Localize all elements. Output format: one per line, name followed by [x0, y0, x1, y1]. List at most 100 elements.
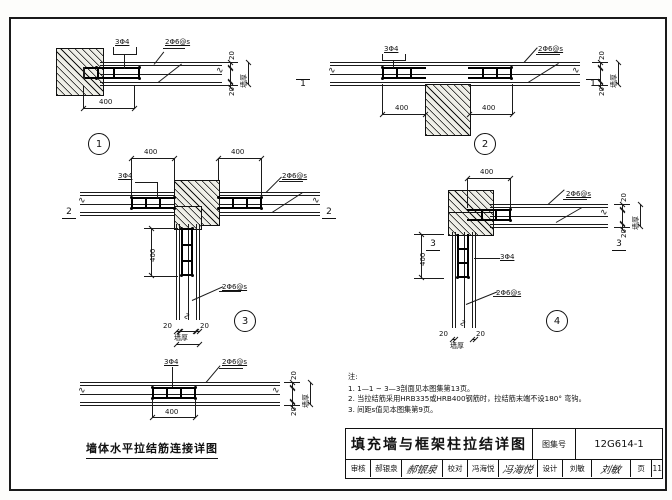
section-mark-3-right: 3: [612, 240, 626, 252]
section-mark-3-left: 3: [426, 240, 440, 252]
wall-bottom-inner-1: [100, 82, 222, 83]
wall-top-inner-2: [330, 65, 580, 66]
dim-400-text-4-horizontal: 400: [480, 168, 494, 176]
dim-20-right-4: 20: [476, 330, 485, 338]
callout-stem-5: [172, 367, 173, 387]
wall-left-edge-3v: [176, 224, 177, 320]
wall-bottom-inner-5: [80, 402, 280, 403]
dim-400-detail-3-right: [218, 158, 262, 196]
callout-bracket-1: [113, 47, 137, 55]
wall-right-edge-3v: [199, 224, 200, 320]
dim-20-top-5: 20: [290, 371, 298, 380]
tie-rebar-ladder-5: [151, 386, 197, 400]
label-2f6s-detail-5: 2Φ6@s: [222, 358, 248, 366]
design-signature: 刘敏: [592, 460, 631, 477]
dim-400-text-3-vertical: 400: [149, 248, 157, 262]
label-3f4-detail-3: 3Φ4: [118, 172, 133, 180]
dim-400-text-3-right: 400: [231, 148, 245, 156]
break-symbol-3-right: ∿: [312, 196, 320, 206]
tie-rebar-ladder-4-horizontal: [467, 208, 512, 222]
callout-bracket-2: [382, 54, 406, 61]
wall-top-inner-1: [100, 65, 222, 66]
wall-top-edge-4: [490, 204, 608, 205]
tie-rebar-hook-1: [83, 67, 85, 79]
label-2f6s-detail-4-lower: 2Φ6@s: [496, 289, 522, 297]
page-number: 11: [652, 464, 662, 473]
dim-400-detail-3-vertical: [151, 228, 152, 276]
leader-2f6s-3e: [219, 291, 241, 292]
check-label: 校对: [443, 460, 469, 477]
wall-mid-joint-1: [100, 74, 222, 75]
break-symbol-1: ∿: [216, 66, 224, 76]
note-item-1: 1. 1—1 ~ 3—3剖面见本图集第13页。: [348, 383, 475, 393]
label-2f6s-detail-4: 2Φ6@s: [566, 190, 592, 198]
wall-mid-joint-4: [490, 216, 608, 217]
label-3f4-detail-1: 3Φ4: [115, 38, 130, 46]
leader-2f6s-5b: [219, 368, 243, 369]
review-signature: 郝银泉: [402, 460, 443, 477]
break-symbol-3-left: ∿: [78, 196, 86, 206]
dim-400-detail-3-left: [131, 158, 175, 196]
concrete-column-2: [425, 84, 471, 136]
tie-rebar-ladder-2-right: [468, 66, 513, 80]
wall-bottom-inner-2: [330, 82, 580, 83]
wall-thickness-label-3: 墙厚: [174, 334, 188, 342]
dim-20-top-4: 20: [620, 193, 628, 202]
leader-2f6s-1b: [163, 48, 185, 49]
wall-bottom-edge-1: [100, 85, 222, 86]
wall-left-inner-4v: [455, 232, 456, 328]
label-3f4-detail-5: 3Φ4: [164, 358, 179, 366]
notes-block: 注: 1. 1—1 ~ 3—3剖面见本图集第13页。 2. 当拉结筋采用HRB3…: [348, 372, 638, 415]
wall-right-inner-4v: [472, 232, 473, 328]
dim-400-detail-4-vertical: [421, 234, 422, 278]
wall-left-edge-4v: [452, 232, 453, 328]
check-name: 冯海悦: [468, 460, 500, 477]
tie-rebar-ladder-3-vertical: [180, 227, 194, 277]
wall-mid-joint-2: [330, 74, 580, 75]
page-label: 页: [631, 460, 653, 477]
wall-top-inner-4: [490, 207, 608, 208]
wall-left-inner-3v: [179, 224, 180, 320]
label-2f6s-detail-2: 2Φ6@s: [538, 45, 564, 53]
leader-2f6s-4e: [493, 296, 515, 297]
dim-20-left-4: 20: [439, 330, 448, 338]
design-label: 设计: [538, 460, 564, 477]
dim-400-detail-2-left: [382, 84, 426, 115]
break-symbol-5-right: ∿: [272, 386, 280, 396]
dim-20-top-1: 20: [228, 51, 236, 60]
dim-400-detail-1: [83, 86, 135, 109]
dim-20-right-3: 20: [200, 322, 209, 330]
dim-20-bot-2: 20: [598, 87, 606, 96]
title-block: 填充墙与框架柱拉结详图 图集号 12G614-1 审核 郝银泉 郝银泉 校对 冯…: [345, 428, 663, 479]
review-name: 郝银泉: [371, 460, 403, 477]
detail-number-1: 1: [88, 133, 110, 155]
dim-20-bot-5: 20: [290, 407, 298, 416]
break-symbol-4-bottom: ∿: [456, 319, 467, 327]
wall-thickness-label-1: 墙厚: [240, 74, 248, 88]
concrete-column-1: [56, 48, 104, 96]
wall-thickness-label-5: 墙厚: [302, 394, 310, 408]
wall-top-edge-5: [80, 382, 280, 383]
tie-rebar-ladder-4-vertical: [456, 234, 470, 279]
break-symbol-5-left: ∿: [78, 386, 86, 396]
callout-stem-2: [393, 60, 394, 68]
wall-bottom-edge-5: [80, 405, 280, 406]
dim-400-text-3-left: 400: [144, 148, 158, 156]
dim-400-detail-5: [152, 399, 196, 418]
break-symbol-4-right: ∿: [600, 208, 608, 218]
main-title: 填充墙与框架柱拉结详图: [346, 429, 533, 459]
note-item-2: 2. 当拉结筋采用HRB335或HRB400钢筋时，拉结筋末端不设180° 弯钩…: [348, 394, 586, 403]
label-2f6s-detail-3-lower: 2Φ6@s: [222, 283, 248, 291]
page-border: [9, 17, 667, 491]
design-name: 刘敏: [563, 460, 593, 477]
tie-rebar-ladder-1: [83, 66, 141, 80]
leader-2f6s-2b: [536, 54, 560, 55]
dim-400-text-4-vertical: 400: [419, 252, 427, 266]
wall-top-inner-5: [80, 385, 280, 386]
wall-right-inner-3v: [196, 224, 197, 320]
dim-20-top-2: 20: [598, 51, 606, 60]
dim-400-text-2-left: 400: [395, 104, 409, 112]
dim-400-detail-2-right: [469, 84, 513, 115]
wall-mid-joint-4v: [464, 232, 465, 328]
